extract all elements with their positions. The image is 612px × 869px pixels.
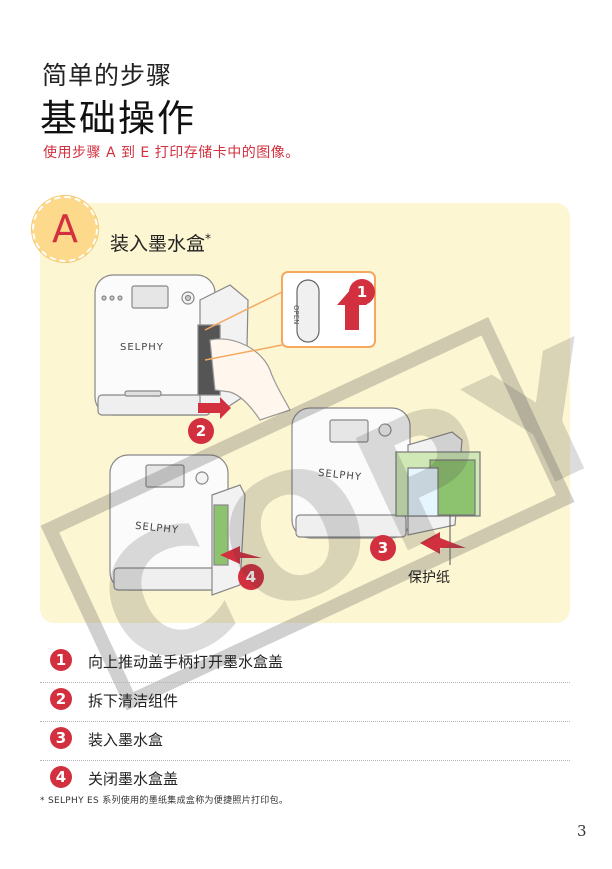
step-heading-text: 装入墨水盒 [110,233,206,255]
step-text: 拆下清洁组件 [88,692,179,710]
footnote: * SELPHY ES 系列使用的墨纸集成盒称为便捷照片打印包。 [40,796,289,806]
page-title: 基础操作 [40,97,196,140]
step-text: 关闭墨水盒盖 [88,770,179,788]
callout-4-label: 4 [245,568,257,586]
step-text: 向上推动盖手柄打开墨水盒盖 [88,653,284,671]
callout-2-label: 2 [195,422,207,440]
callout-3-label: 3 [377,539,389,557]
intro-text: 使用步骤 A 到 E 打印存储卡中的图像。 [43,145,300,161]
page-number: 3 [577,822,587,840]
step-heading-asterisk: * [205,231,212,246]
step-text: 装入墨水盒 [88,731,164,749]
list-item: 2 拆下清洁组件 [40,683,570,722]
callout-1-label: 1 [356,283,368,301]
step-badge: A [32,196,98,262]
list-item: 1 向上推动盖手柄打开墨水盒盖 [40,644,570,683]
step-number: 3 [50,727,72,749]
lever-label: OPEN [292,305,300,325]
list-item: 3 装入墨水盒 [40,722,570,761]
step-number: 4 [50,766,72,788]
page-subtitle: 简单的步骤 [42,61,173,90]
step-list: 1 向上推动盖手柄打开墨水盒盖 2 拆下清洁组件 3 装入墨水盒 4 关闭墨水盒… [40,644,570,799]
step-number: 1 [50,649,72,671]
step-heading: 装入墨水盒* [110,229,211,256]
step-badge-letter: A [52,207,78,251]
step-number: 2 [50,688,72,710]
protective-paper-label: 保护纸 [408,570,450,586]
printer-brand-label-1: SELPHY [120,342,164,353]
list-item: 4 关闭墨水盒盖 [40,761,570,799]
